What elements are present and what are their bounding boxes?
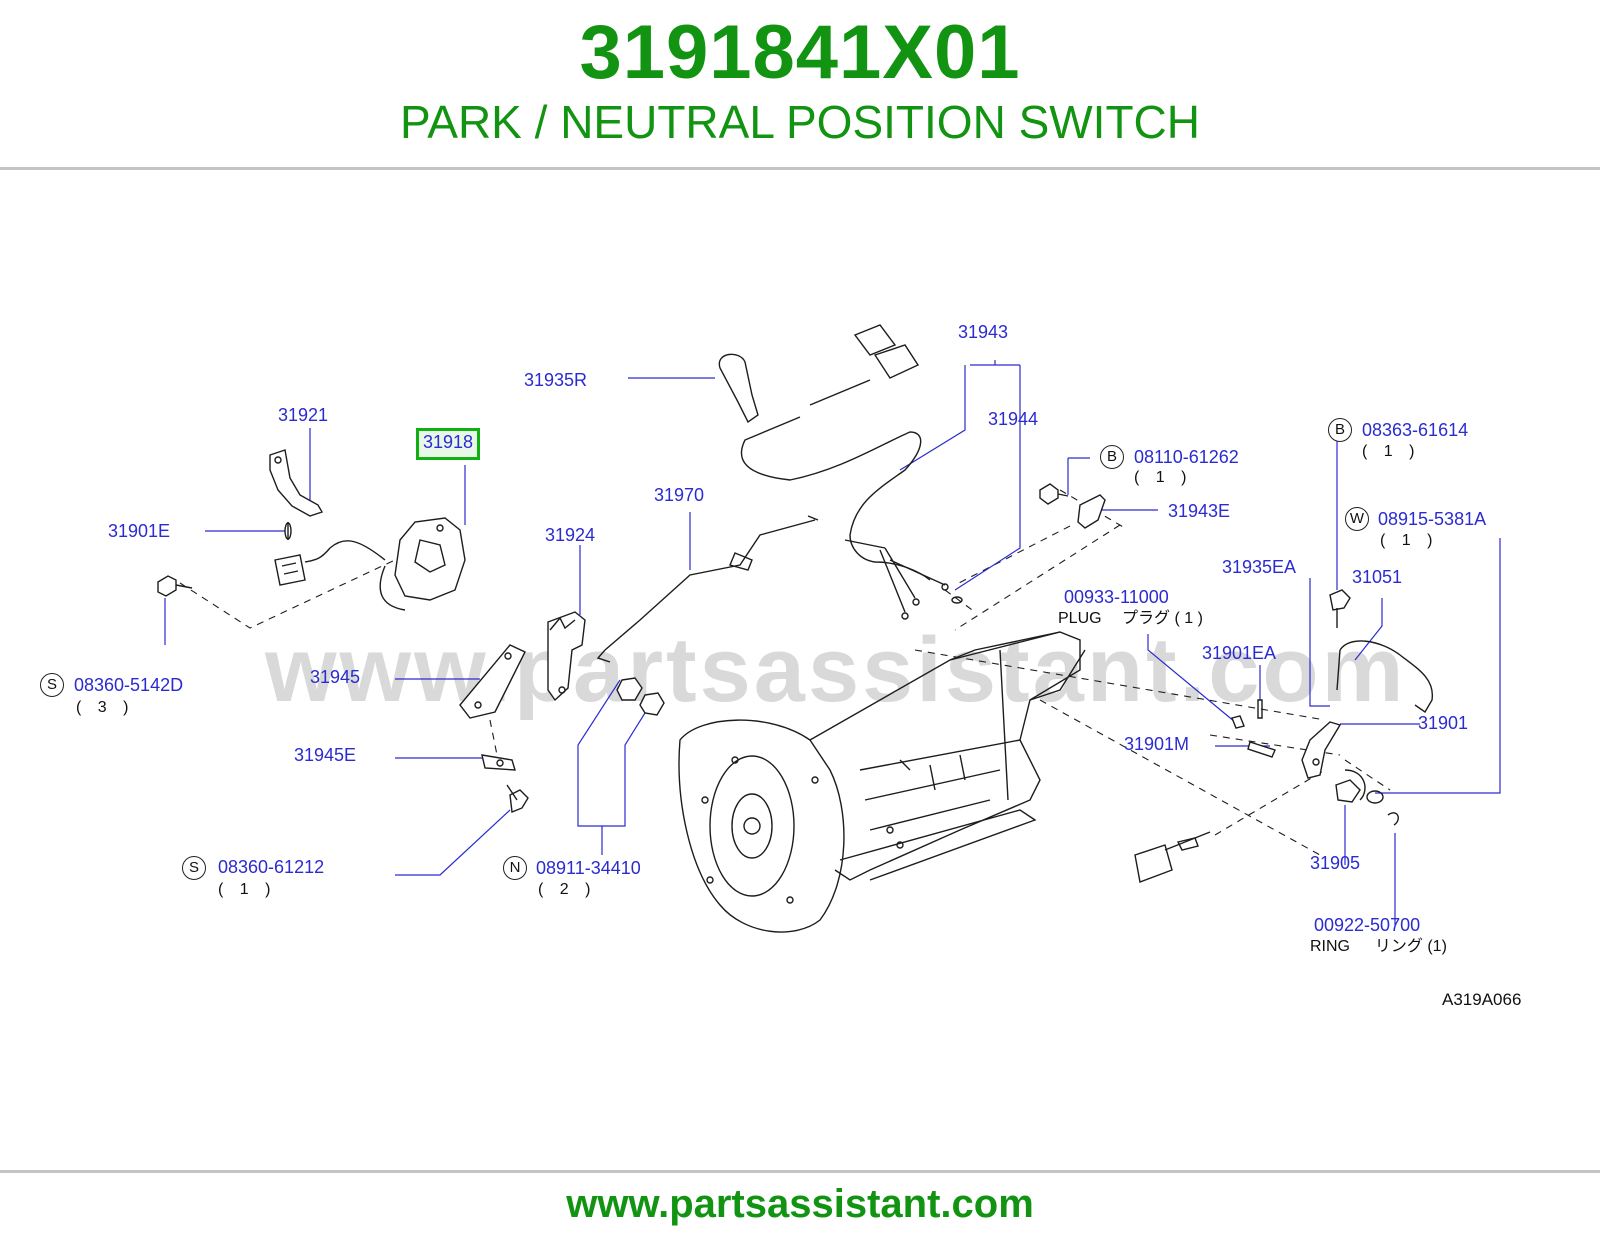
washer-08915-5381A-drawing — [1366, 790, 1384, 804]
manual-lever-drawing — [269, 449, 324, 540]
label-31945[interactable]: 31945 — [310, 667, 361, 687]
seal-31905-drawing — [1335, 769, 1366, 803]
highlight-31918[interactable]: 31918 — [416, 428, 481, 460]
position-switch-drawing — [274, 517, 466, 611]
label-31051[interactable]: 31051 — [1352, 567, 1403, 587]
label-31901E[interactable]: 31901E — [108, 521, 171, 541]
qty-08911-34410: ( 2 ) — [538, 881, 597, 898]
label-08915-5381A[interactable]: 08915-5381A — [1378, 509, 1487, 529]
qty-08360-5142D: ( 3 ) — [76, 699, 135, 716]
label-00922-50700[interactable]: 00922-50700 — [1314, 915, 1421, 935]
label-31901M[interactable]: 31901M — [1124, 734, 1190, 754]
bolt-08360-61212-drawing — [506, 784, 529, 813]
marker-n: N — [503, 856, 527, 880]
ring-00922-50700-drawing — [1387, 812, 1399, 826]
label-00933-11000[interactable]: 00933-11000 — [1064, 587, 1169, 607]
bracket-31945-drawing — [459, 644, 526, 719]
nuts-08911-34410-drawing — [616, 677, 665, 716]
label-08360-5142D[interactable]: 08360-5142D — [74, 675, 184, 695]
label-31935EA[interactable]: 31935EA — [1222, 557, 1297, 577]
tube-31051-drawing — [1336, 640, 1434, 714]
bracket-31924-drawing — [547, 611, 586, 702]
transmission-drawing — [678, 631, 1086, 933]
marker-s-2: S — [182, 856, 206, 880]
page-header: 3191841X01 PARK / NEUTRAL POSITION SWITC… — [0, 0, 1600, 168]
bolt-08360-5142D-drawing — [157, 575, 193, 597]
plug-00933-11000-drawing — [1231, 715, 1245, 729]
wire-harness-drawing — [718, 324, 963, 620]
bracket-31943E-drawing — [1077, 494, 1106, 529]
bottom-divider — [0, 1170, 1600, 1173]
shaft-31901M-drawing — [1247, 741, 1276, 758]
qty-08110-61262: ( 1 ) — [1134, 469, 1193, 486]
label-08110-61262[interactable]: 08110-61262 — [1134, 447, 1239, 467]
top-divider — [0, 167, 1600, 170]
label-31935R[interactable]: 31935R — [524, 370, 588, 390]
label-08363-61614[interactable]: 08363-61614 — [1362, 420, 1469, 440]
connector-drawing — [1134, 831, 1211, 883]
bolt-08110-61262-drawing — [1039, 483, 1069, 505]
part-name-subtitle: PARK / NEUTRAL POSITION SWITCH — [400, 96, 1200, 148]
label-31945E[interactable]: 31945E — [294, 745, 357, 765]
leader-lines — [164, 360, 1501, 925]
marker-b-2: B — [1328, 418, 1352, 442]
lever-31901-drawing — [1301, 721, 1342, 779]
label-08360-61212[interactable]: 08360-61212 — [218, 857, 325, 877]
pin-31901EA-drawing — [1257, 699, 1263, 719]
marker-w: W — [1345, 507, 1369, 531]
label-31921[interactable]: 31921 — [278, 405, 329, 425]
label-31924[interactable]: 31924 — [545, 525, 596, 545]
marker-s-1: S — [40, 673, 64, 697]
bolt-08363-61614-drawing — [1329, 589, 1351, 628]
plug-text: PLUG プラグ ( 1 ) — [1058, 610, 1203, 627]
qty-08363-61614: ( 1 ) — [1362, 443, 1421, 460]
footer-website[interactable]: www.partsassistant.com — [566, 1182, 1034, 1226]
control-cable-drawing — [596, 515, 819, 663]
marker-b-1: B — [1100, 445, 1124, 469]
qty-08360-61212: ( 1 ) — [218, 881, 277, 898]
parts-diagram: www.partsassistant.com — [0, 290, 1600, 1050]
label-31944[interactable]: 31944 — [988, 409, 1039, 429]
label-31943[interactable]: 31943 — [958, 322, 1009, 342]
diagram-drawing — [157, 324, 1501, 933]
label-08911-34410[interactable]: 08911-34410 — [536, 858, 641, 878]
ring-text: RING リング (1) — [1310, 938, 1447, 955]
part-number-title: 3191841X01 — [579, 10, 1021, 95]
qty-08915-5381A: ( 1 ) — [1380, 532, 1439, 549]
diagram-reference: A319A066 — [1442, 990, 1522, 1009]
label-31918[interactable]: 31918 — [423, 432, 474, 452]
label-31905[interactable]: 31905 — [1310, 853, 1361, 873]
label-31901EA[interactable]: 31901EA — [1202, 643, 1277, 663]
plate-31945E-drawing — [481, 754, 516, 771]
label-31901[interactable]: 31901 — [1418, 713, 1469, 733]
label-31943E[interactable]: 31943E — [1168, 501, 1231, 521]
label-31970[interactable]: 31970 — [654, 485, 705, 505]
